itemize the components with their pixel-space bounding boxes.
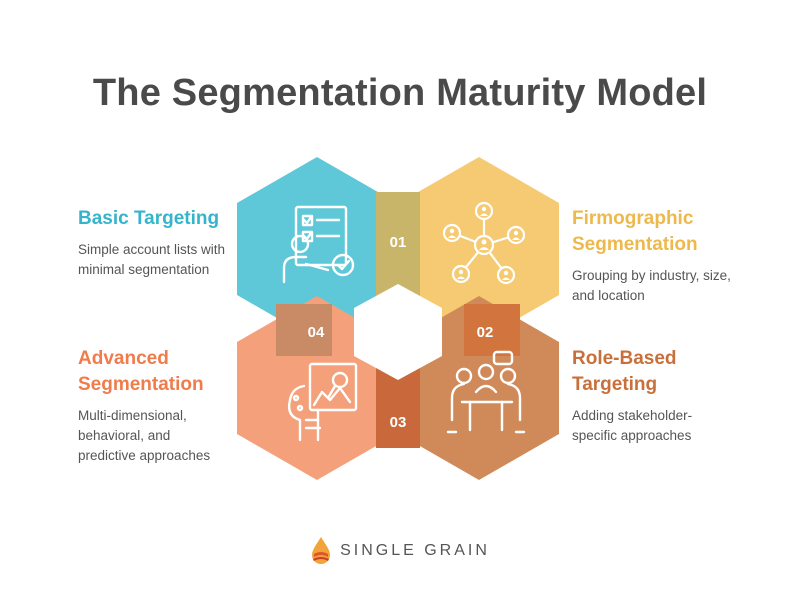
brand-logo: SINGLE GRAIN — [0, 536, 800, 566]
stage-number-03: 03 — [390, 414, 407, 431]
stage-number-01: 01 — [390, 234, 407, 251]
stage-number-04: 04 — [308, 324, 325, 341]
network-people-icon — [442, 201, 526, 285]
hexagon-basic-targeting — [237, 157, 397, 341]
overlap-04 — [276, 304, 332, 356]
stage-basic-targeting: Basic Targeting Simple account lists wit… — [78, 206, 248, 280]
stage-title-line: Basic Targeting — [78, 208, 220, 229]
stage-desc-line: behavioral, and — [78, 428, 171, 443]
stage-title-line: Targeting — [572, 374, 658, 395]
stage-title: Role-Based Targeting — [572, 346, 762, 398]
stage-desc-line: minimal segmentation — [78, 262, 210, 277]
stage-description: Adding stakeholder- specific approaches — [572, 406, 762, 446]
stage-description: Simple account lists with minimal segmen… — [78, 240, 248, 280]
stage-number-02: 02 — [477, 324, 494, 341]
stage-title-line: Advanced — [78, 348, 169, 369]
brand-name: SINGLE GRAIN — [340, 542, 490, 559]
stage-role-based-targeting: Role-Based Targeting Adding stakeholder-… — [572, 346, 762, 446]
stage-desc-line: predictive approaches — [78, 448, 211, 463]
stage-title-line: Firmographic — [572, 208, 694, 229]
stage-title-line: Role-Based — [572, 348, 677, 369]
overlap-02 — [464, 304, 520, 356]
stage-title: Firmographic Segmentation — [572, 206, 762, 258]
ai-analytics-icon — [287, 362, 358, 442]
stage-description: Grouping by industry, size, and location — [572, 266, 762, 306]
stage-description: Multi-dimensional, behavioral, and predi… — [78, 406, 253, 466]
page-title: The Segmentation Maturity Model — [92, 72, 708, 114]
stage-desc-line: Simple account lists with — [78, 242, 226, 257]
stage-title: Basic Targeting — [78, 206, 248, 232]
checklist-person-icon — [282, 205, 355, 284]
overlap-01 — [376, 192, 420, 306]
stage-desc-line: Grouping by industry, size, — [572, 268, 731, 283]
stage-advanced-segmentation: Advanced Segmentation Multi-dimensional,… — [78, 346, 253, 466]
center-hexagon — [354, 284, 442, 380]
stage-desc-line: specific approaches — [572, 428, 692, 443]
stage-title-line: Segmentation — [572, 234, 698, 255]
stage-firmographic-segmentation: Firmographic Segmentation Grouping by in… — [572, 206, 762, 306]
stage-desc-line: Adding stakeholder- — [572, 408, 693, 423]
grain-drop-icon — [312, 537, 331, 564]
stage-desc-line: and location — [572, 288, 645, 303]
meeting-table-icon — [446, 350, 526, 434]
stage-title: Advanced Segmentation — [78, 346, 253, 398]
stage-title-line: Segmentation — [78, 374, 204, 395]
stage-desc-line: Multi-dimensional, — [78, 408, 187, 423]
